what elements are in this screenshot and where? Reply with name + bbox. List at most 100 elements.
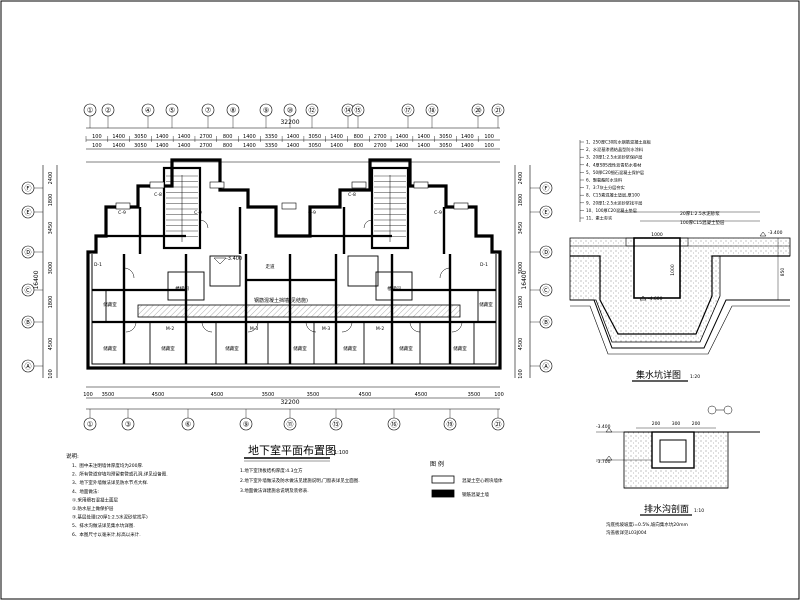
- axis-label-bottom: ⑲: [447, 421, 454, 429]
- d1-scale: 1:20: [690, 374, 700, 380]
- axis-label-top: ⑮: [355, 107, 362, 115]
- dim-left: 100: [48, 369, 54, 379]
- axis-bubble-bottom: [329, 417, 343, 431]
- room-tag: M-2: [166, 326, 175, 332]
- axis-label-right: Ⓔ: [543, 209, 550, 217]
- d1-layer-line: 10、100厚C20混凝土垫层: [586, 207, 637, 214]
- note-line: 1、图中未注明墙体厚度均为200厚.: [72, 462, 143, 469]
- dim-top-2: 1400: [112, 143, 125, 149]
- axis-bubble-bottom: [239, 417, 253, 431]
- axis-label-top: ⑨: [263, 107, 269, 115]
- axis-label-left: Ⓕ: [25, 185, 32, 193]
- plan-title-block: 地下室平面布置图 1:100: [244, 443, 348, 462]
- room-tag: C-9: [194, 210, 202, 216]
- room-tag: C-8: [154, 192, 162, 198]
- dim-top-2: 3050: [308, 143, 321, 149]
- svg-text:-3.400: -3.400: [226, 256, 242, 262]
- legend-title: 图 例: [430, 460, 444, 468]
- legend-item-1: 混凝土空心砌块墙体: [462, 477, 503, 484]
- note-line: 4、地面做法:: [72, 488, 99, 495]
- axis-label-bottom: ⑬: [333, 421, 340, 429]
- axis-label-bottom: ⑯: [391, 421, 398, 429]
- dim-top-2: 1400: [243, 143, 256, 149]
- room-label: 储藏室: [293, 345, 307, 352]
- dim-right: 3000: [518, 262, 524, 275]
- dim-top-2: 1400: [156, 143, 169, 149]
- note-line: 3、地下室外墙做法详见防水节点大样.: [72, 479, 148, 486]
- axis-label-left: Ⓓ: [25, 249, 32, 257]
- dim-top: 1400: [396, 134, 409, 140]
- axis-label-top: ⑭: [345, 107, 352, 115]
- dim-top-2: 1400: [461, 143, 474, 149]
- axis-label-bottom: ⑨: [243, 421, 249, 429]
- top-total-dim: 32200: [280, 119, 299, 126]
- room-label: 储藏室: [479, 301, 493, 308]
- room-tag: M-2: [376, 326, 385, 332]
- dim-right: 2400: [518, 172, 524, 185]
- room-tag: C-9: [308, 210, 316, 216]
- axis-bubble-bottom: [83, 417, 97, 431]
- room-label: 储藏室: [399, 345, 413, 352]
- axis-label-left: Ⓑ: [25, 319, 32, 327]
- room-tag: C-9: [434, 210, 442, 216]
- dim-top-2: 1400: [417, 143, 430, 149]
- d2-dim-3: 200: [692, 421, 701, 427]
- room-tag: C-9: [118, 210, 126, 216]
- room-label: 储藏室: [103, 301, 117, 308]
- d2-scale: 1:10: [694, 508, 704, 514]
- legend-swatch-block: [431, 475, 455, 484]
- note-line: ①.采用细石混凝土面层: [72, 496, 118, 503]
- dim-top-2: 800: [354, 143, 364, 149]
- dim-bottom: 3500: [102, 392, 115, 398]
- dim-top: 1400: [178, 134, 191, 140]
- dim-right: 1800: [518, 194, 524, 207]
- dim-top: 3050: [308, 134, 321, 140]
- d1-layer-line: 1、250厚C30防水钢筋混凝土底板: [586, 139, 652, 146]
- axis-label-right: Ⓑ: [543, 319, 550, 327]
- d2-level-2: -3.700: [596, 459, 611, 465]
- corridor-note: 钢筋混凝土挡墙(见结施): [254, 297, 308, 304]
- dim-bottom: 3500: [262, 392, 275, 398]
- dim-top: 1400: [417, 134, 430, 140]
- axis-label-bottom: ⑪: [287, 421, 294, 429]
- axis-bubble-bottom: [387, 417, 401, 431]
- plan-note-line: 3.地面做法详建施总说明及装修表.: [240, 487, 309, 494]
- drain-trench-detail: 200 300 200 -3.400 -3.700 排水沟剖面 1:10 沟底找…: [596, 405, 760, 536]
- room-label: 楼梯间: [387, 285, 401, 292]
- axis-label-top: ⑧: [230, 107, 236, 115]
- d1-layer-line: 8、C15素混凝土垫层,厚100: [586, 192, 640, 199]
- d1-layer-line: 9、20厚1:2.5水泥砂浆找平层: [586, 199, 642, 206]
- axis-label-right: Ⓕ: [543, 185, 550, 193]
- dim-top-2: 3350: [265, 143, 278, 149]
- dim-top: 1400: [112, 134, 125, 140]
- d1-level-top: -3.400: [768, 230, 783, 236]
- axis-label-top: ①: [87, 107, 93, 115]
- d2-title: 排水沟剖面: [644, 503, 689, 515]
- dim-top-2: 3050: [134, 143, 147, 149]
- room-label: 走道: [266, 263, 275, 270]
- plan-note-line: 1.地下室顶板结构厚度:4.3立方: [240, 467, 303, 474]
- dim-right: 1800: [518, 296, 524, 309]
- axis-label-top: ⑩: [287, 107, 293, 115]
- d1-dim-depth: 1000: [670, 264, 676, 276]
- d1-callout-2: 100厚C15混凝土垫层: [680, 219, 725, 226]
- axis-label-right: Ⓒ: [543, 287, 550, 295]
- dim-top: 1400: [287, 134, 300, 140]
- room-label: 储藏室: [343, 345, 357, 352]
- note-line: 5、排水沟做法详见集水坑详图.: [72, 522, 135, 529]
- dim-top-2: 1400: [178, 143, 191, 149]
- dim-left: 1800: [48, 194, 54, 207]
- room-label: 储藏室: [453, 345, 467, 352]
- dim-top-2: 100: [92, 143, 102, 149]
- plan-notes-small: 1.地下室顶板结构厚度:4.3立方2.地下室外墙做法及防水做法见建施说明,门窗表…: [240, 467, 360, 494]
- plan-level-mark: -3.400: [213, 256, 242, 265]
- axis-label-left: Ⓐ: [25, 363, 32, 371]
- axis-bubble-bottom: [443, 417, 457, 431]
- dim-top-2: 100: [484, 143, 494, 149]
- room-tag: D-1: [480, 262, 488, 268]
- d2-level-1: -3.400: [596, 424, 611, 430]
- axis-label-bottom: ㉑: [495, 421, 502, 429]
- dim-top: 1400: [330, 134, 343, 140]
- d1-layer-line: 5、50厚C20细石混凝土保护层: [586, 169, 644, 176]
